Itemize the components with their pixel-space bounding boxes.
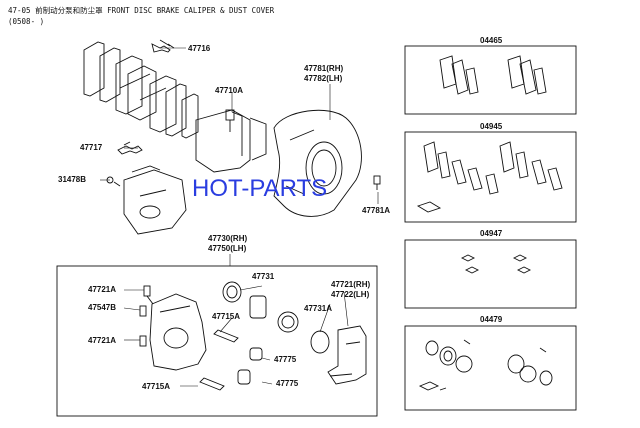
watermark-text: HOT-PARTS [192, 175, 328, 202]
callout-47721rh: 47721(RH) [331, 280, 371, 289]
callout-47547b: 47547B [88, 303, 117, 312]
brake-pad-set-drawing [83, 41, 199, 139]
callout-31478b: 31478B [58, 175, 87, 184]
callout-47731: 47731 [252, 272, 275, 281]
callout-47717: 47717 [80, 143, 103, 152]
callout-47750lh: 47750(LH) [208, 244, 247, 253]
caliper-assembly-drawing [139, 281, 367, 391]
caliper-mount-drawing [195, 109, 267, 173]
callout-47781rh: 47781(RH) [304, 64, 344, 73]
callout-47715a-lower: 47715A [142, 382, 171, 391]
bleeder-plug-drawing [106, 176, 121, 187]
callout-47730rh: 47730(RH) [208, 234, 248, 243]
kit-04945-shims-drawing [416, 141, 563, 213]
callout-47782lh: 47782(LH) [304, 74, 343, 83]
kit-04465-pads-drawing [439, 55, 547, 95]
callout-47715a-upper: 47715A [212, 312, 241, 321]
caliper-cylinder-drawing [123, 165, 187, 235]
callout-47716: 47716 [188, 44, 211, 53]
kit-frame-04945 [404, 131, 577, 223]
kit-label-04947: 04947 [480, 229, 503, 238]
production-range: (0508- ) [8, 17, 45, 26]
pad-clip-drawing [117, 141, 143, 155]
kit-label-04465: 04465 [480, 36, 503, 45]
kit-label-04945: 04945 [480, 122, 503, 131]
kit-04479-seal-kit-drawing [418, 339, 553, 391]
bolt-47710a-drawing [225, 109, 235, 132]
kit-frame-04479 [404, 325, 577, 411]
callout-47721a-lower: 47721A [88, 336, 117, 345]
kit-frame-04947 [404, 239, 577, 309]
callout-47710a: 47710A [215, 86, 244, 95]
callout-47775-lower: 47775 [276, 379, 299, 388]
pad-support-plate-drawing [151, 39, 175, 53]
callout-47721a-upper: 47721A [88, 285, 117, 294]
kit-frame-04465 [404, 45, 577, 115]
kit-label-04479: 04479 [480, 315, 503, 324]
callout-47781a: 47781A [362, 206, 391, 215]
callout-47731a: 47731A [304, 304, 333, 313]
dust-cover-drawing [273, 109, 362, 217]
dust-cover-bolt-drawing [373, 175, 381, 190]
callout-47775-upper: 47775 [274, 355, 297, 364]
caliper-assembly-frame [56, 265, 378, 417]
callout-47722lh: 47722(LH) [331, 290, 370, 299]
kit-04947-clips-drawing [460, 254, 532, 274]
diagram-title: 47-05 前制动分泵和防尘罩 FRONT DISC BRAKE CALIPER… [8, 6, 275, 15]
